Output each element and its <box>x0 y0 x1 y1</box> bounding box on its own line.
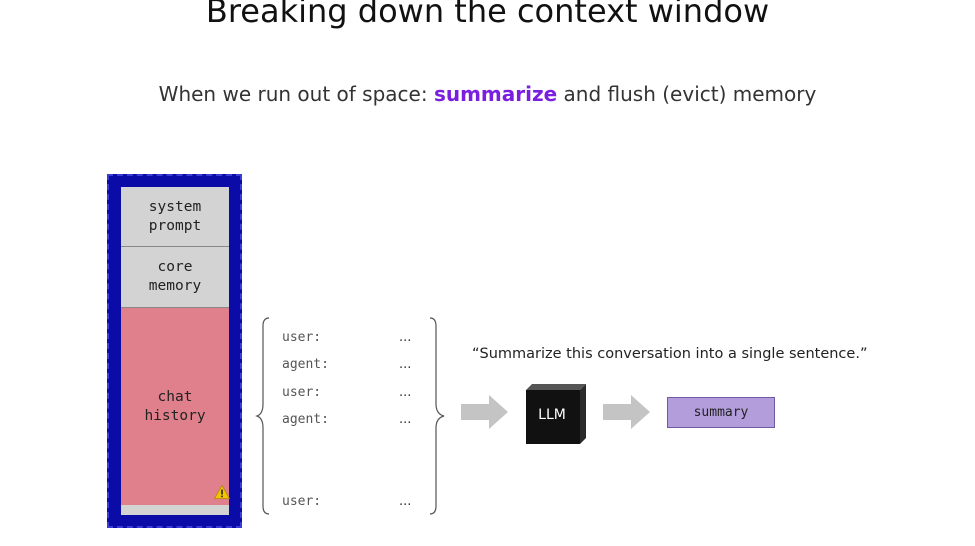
llm-label: LLM <box>538 407 566 423</box>
context-window: system prompt core memory chat history <box>107 174 242 528</box>
context-window-stack: system prompt core memory chat history <box>121 187 230 515</box>
arrow-right-icon <box>603 395 650 429</box>
core-memory-block: core memory <box>121 247 229 308</box>
summary-box: summary <box>667 397 775 428</box>
conversation-role: agent: <box>282 357 329 372</box>
warning-icon <box>214 485 230 499</box>
conversation-role: agent: <box>282 412 329 427</box>
system-prompt-block: system prompt <box>121 187 229 247</box>
chat-history-block: chat history <box>121 308 229 505</box>
conversation-text: ... <box>399 412 412 427</box>
subtitle: When we run out of space: summarize and … <box>0 82 975 106</box>
summarize-prompt: “Summarize this conversation into a sing… <box>472 346 868 362</box>
free-space-block <box>121 505 229 515</box>
arrow-right-icon <box>461 395 508 429</box>
conversation-text: ... <box>399 357 412 372</box>
conversation-text: ... <box>399 385 412 400</box>
subtitle-highlight: summarize <box>433 82 558 106</box>
right-brace <box>429 317 445 515</box>
conversation-text: ... <box>399 494 412 509</box>
conversation-role: user: <box>282 385 322 400</box>
subtitle-prefix: When we run out of space: <box>158 82 434 106</box>
conversation-text: ... <box>399 330 412 345</box>
subtitle-suffix: and flush (evict) memory <box>557 82 817 106</box>
llm-cube-icon <box>526 384 586 444</box>
conversation-role: user: <box>282 494 322 509</box>
page-title: Breaking down the context window <box>205 0 770 30</box>
conversation-role: user: <box>282 330 322 345</box>
left-brace <box>255 317 270 515</box>
